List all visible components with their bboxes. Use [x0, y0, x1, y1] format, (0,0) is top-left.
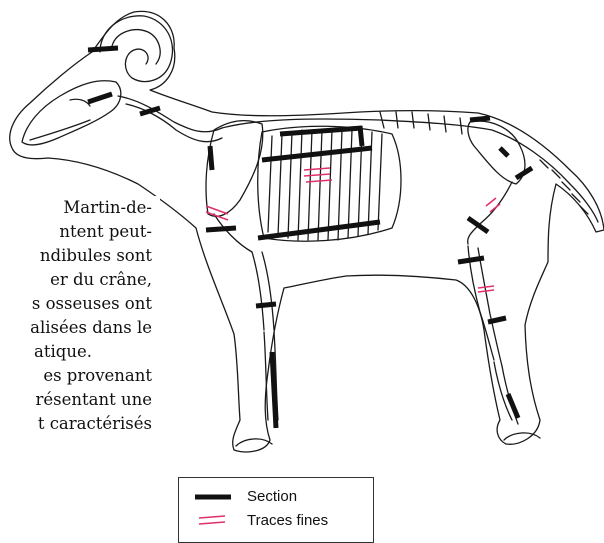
section-mark [210, 146, 212, 170]
fine-trace-swatch-icon [193, 510, 235, 532]
legend-label-fine-traces: Traces fines [247, 512, 328, 529]
legend-label-section: Section [247, 488, 297, 505]
section-mark [500, 148, 508, 156]
pelvis [468, 121, 525, 184]
text-line: Martin-de- [0, 198, 152, 218]
fine-trace-mark [486, 198, 496, 206]
section-mark [360, 126, 362, 146]
fine-trace-mark [478, 290, 494, 292]
fine-trace-mark [478, 286, 494, 288]
section-mark [88, 94, 112, 102]
legend-row-section: Section [193, 486, 373, 508]
skull [22, 81, 121, 145]
text-line: es provenant [0, 366, 152, 386]
section-mark [262, 148, 372, 160]
text-line: s osseuses ont [0, 294, 152, 314]
text-line: atique. [0, 342, 92, 362]
fine-trace-mark [490, 204, 500, 212]
section-mark [280, 128, 362, 134]
humerus [214, 214, 252, 252]
scapula [206, 121, 263, 217]
hind-hoof [504, 433, 540, 440]
section-swatch-icon [193, 486, 235, 508]
fine-trace-mark [304, 174, 330, 176]
text-line: er du crâne, [0, 270, 152, 290]
section-mark [88, 48, 118, 50]
text-line: ndibules sont [0, 246, 152, 266]
legend-row-fine-traces: Traces fines [193, 510, 373, 532]
section-mark [206, 228, 236, 230]
text-line: ntent peut- [0, 222, 152, 242]
section-mark [470, 118, 490, 120]
radius [252, 252, 274, 330]
text-line: alisées dans le [0, 318, 152, 338]
text-line: résentant une [0, 390, 152, 410]
legend: Section Traces fines [178, 477, 374, 543]
spine [118, 96, 598, 222]
fine-trace-mark [304, 168, 330, 170]
section-mark [256, 304, 276, 306]
femur [468, 182, 512, 244]
text-line: t caractérisés [0, 414, 152, 434]
